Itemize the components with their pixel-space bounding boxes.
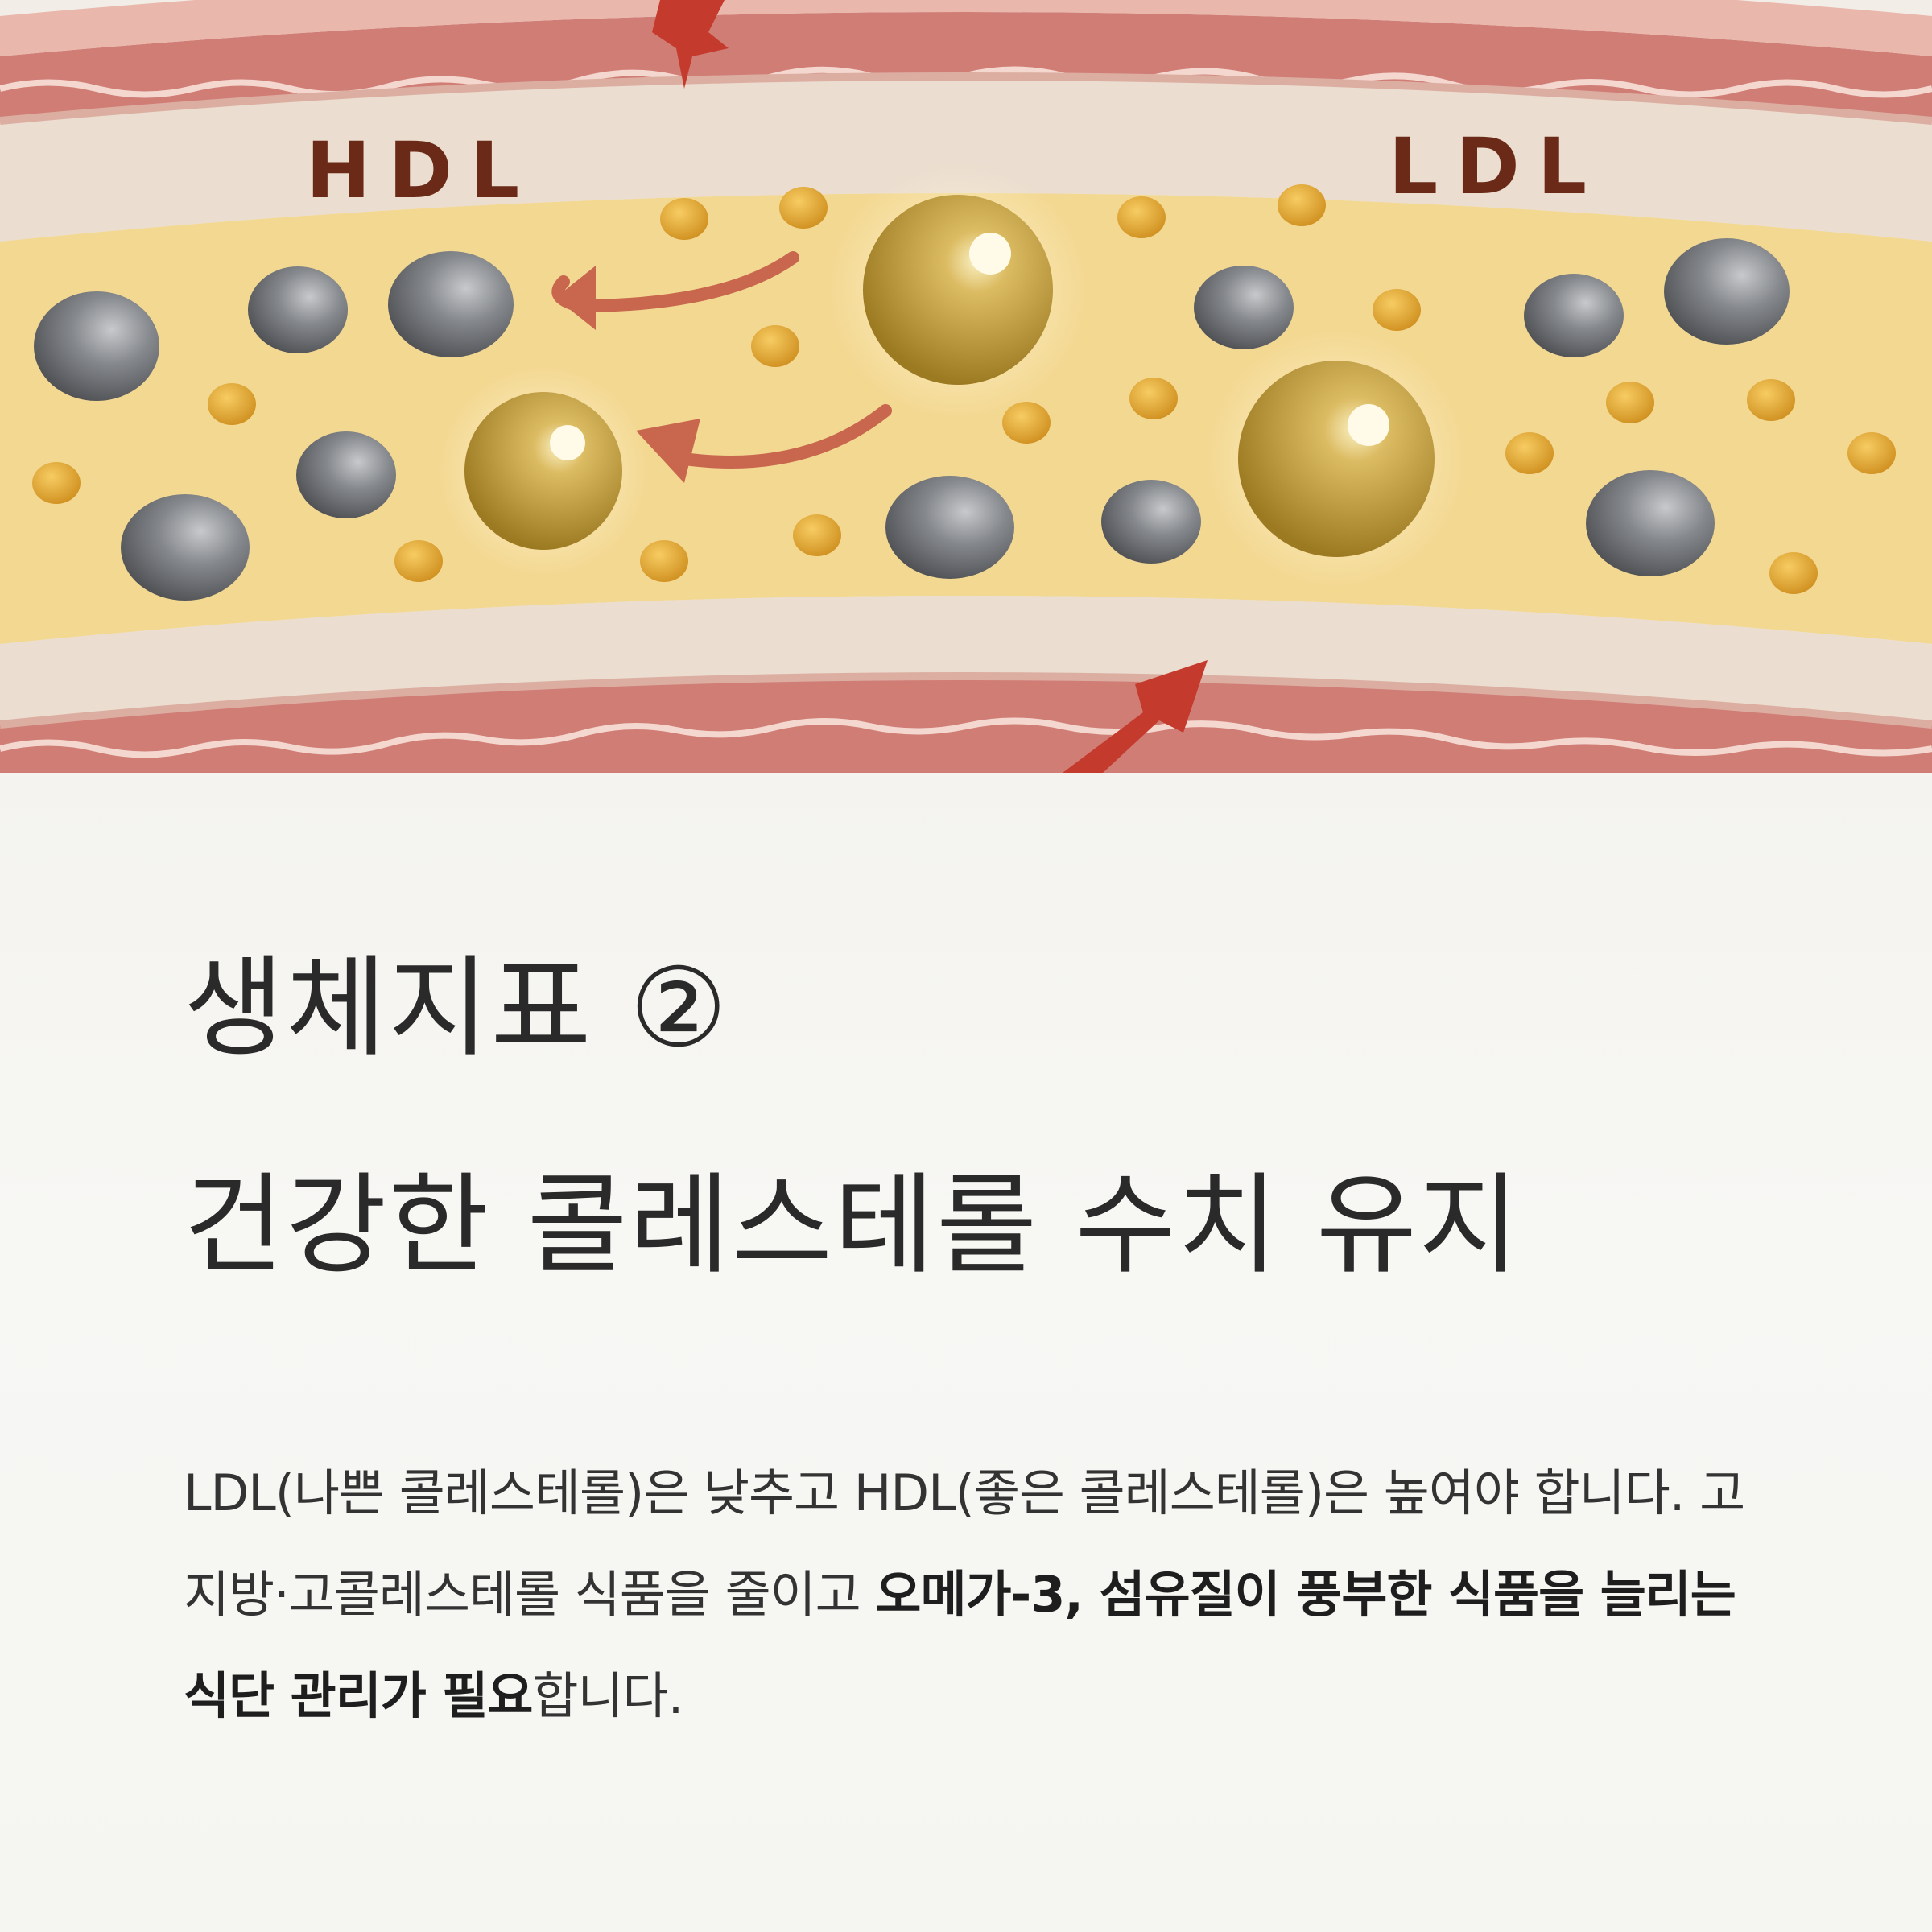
upper-outer-rim [0,0,1932,56]
lower-inner-wall [0,596,1932,724]
vessel-svg: HDL LDL [0,0,1932,773]
grey-lipoproteins [34,238,1790,601]
blood-vessel-illustration: HDL LDL [0,0,1932,773]
body-text-part1: LDL(나쁜 콜레스테롤)은 낮추고 HDL(좋은 콜레스테롤)은 높여야 합니… [184,1463,1745,1624]
label-hdl: HDL [306,126,537,216]
heading-cholesterol: 건강한 콜레스테롤 수치 유지 [184,1162,1521,1290]
wall-arrow-top-icon [652,0,729,89]
hdl-particles [439,161,1465,588]
lower-wave-line [0,717,1932,758]
cholesterol-dots [32,184,1896,594]
upper-inner-wall [0,76,1932,242]
text-panel [0,773,1932,1932]
upper-outer-wall [0,12,1932,121]
wall-arrow-bottom-icon [1063,660,1208,773]
body-paragraph: LDL(나쁜 콜레스테롤)은 낮추고 HDL(좋은 콜레스테롤)은 높여야 합니… [184,1443,1761,1747]
body-text-part2: 합니다. [532,1666,683,1725]
heading-biomarker: 생체지표 ② [184,945,729,1072]
label-ldl: LDL [1389,122,1604,212]
body-text-emphasis: 오메가-3, 섬유질이 풍부한 식품을 늘리는 식단 관리가 필요 [184,1565,1736,1725]
